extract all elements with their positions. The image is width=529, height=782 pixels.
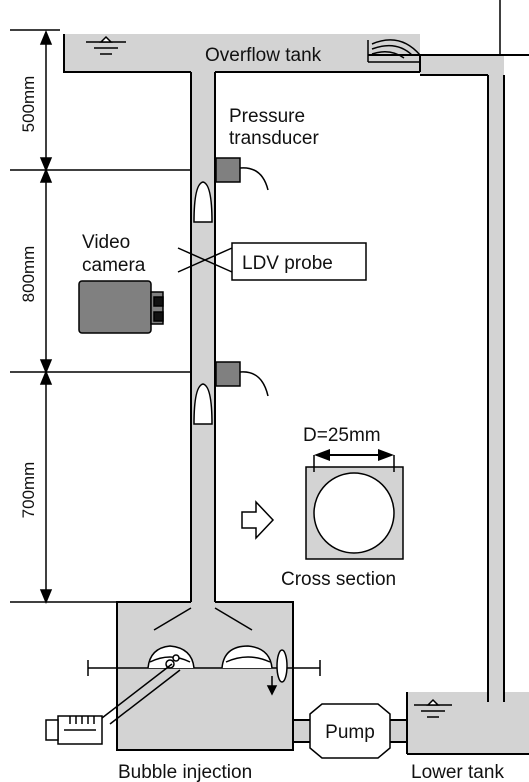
top-edge-marks (10, 0, 501, 55)
dimension-label-700mm: 700mm (19, 462, 38, 519)
pressure-transducer-upper (215, 157, 269, 191)
syringe-icon (45, 715, 103, 745)
hollow-arrow-icon (241, 500, 275, 540)
video-camera-label-line2: camera (82, 255, 146, 276)
dimension-label-800mm: 800mm (19, 246, 38, 303)
overflow-arc-icon (367, 39, 421, 63)
pressure-transducer-label-line2: transducer (229, 128, 319, 149)
overflow-tank-label: Overflow tank (205, 45, 322, 66)
pressure-transducer-label-line1: Pressure (229, 106, 305, 127)
diameter-label: D=25mm (303, 425, 381, 446)
dimension-lines (10, 30, 191, 604)
lower-tank-label: Lower tank (411, 762, 504, 782)
ldv-probe-box (231, 242, 367, 281)
lower-tank-water-level-icon (414, 698, 452, 718)
cross-section-label: Cross section (281, 569, 396, 590)
loop-outlines (63, 34, 529, 755)
cross-section-diagram (305, 449, 404, 560)
ldv-probe-label: LDV probe (242, 253, 333, 274)
loop-fluid (64, 34, 529, 754)
bubble-shapes (193, 181, 213, 425)
chamber-internals (87, 607, 321, 725)
video-camera-label-line1: Video (82, 232, 130, 253)
video-camera-icon (78, 280, 164, 334)
pump-icon (309, 703, 391, 759)
dimension-label-500mm: 500mm (19, 76, 38, 133)
bubble-injection-label: Bubble injection (118, 762, 252, 782)
water-level-icon (86, 35, 126, 55)
ldv-beams (177, 247, 233, 273)
pump-label: Pump (325, 722, 375, 743)
pressure-transducer-lower (215, 361, 269, 397)
